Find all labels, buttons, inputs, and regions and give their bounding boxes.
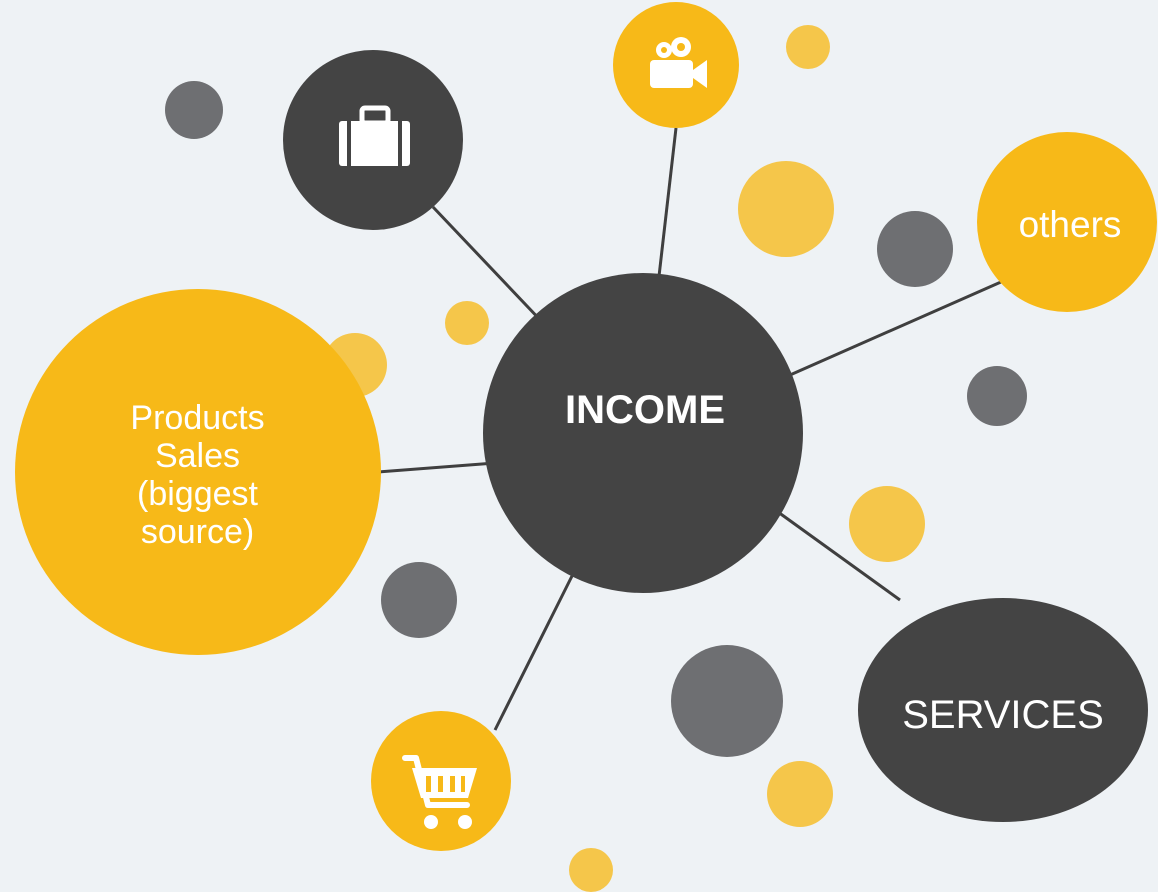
bubble-gray (671, 645, 783, 757)
bubble-yellow (569, 848, 613, 892)
shopping-cart-icon (402, 755, 477, 829)
connector-cart (493, 569, 577, 731)
video-camera-icon (650, 37, 707, 88)
connector-briefcase (431, 205, 547, 327)
bubble-yellow (786, 25, 830, 69)
connector-others (789, 276, 1011, 377)
bubble-yellow (738, 161, 834, 257)
bubble-yellow (849, 486, 925, 562)
decorative-bubbles (165, 25, 1027, 892)
connectors (377, 127, 1011, 731)
others-node (977, 132, 1157, 312)
connector-services (777, 510, 901, 602)
bubble-yellow (767, 761, 833, 827)
bubble-gray (877, 211, 953, 287)
bubble-gray (165, 81, 223, 139)
bubble-gray (381, 562, 457, 638)
briefcase-icon (339, 105, 410, 166)
connector-products (377, 461, 496, 474)
income-node (483, 273, 803, 593)
products-sales-node (15, 289, 381, 655)
bubble-yellow (445, 301, 489, 345)
connector-camera (656, 127, 678, 286)
bubble-gray (967, 366, 1027, 426)
services-node (858, 598, 1148, 822)
